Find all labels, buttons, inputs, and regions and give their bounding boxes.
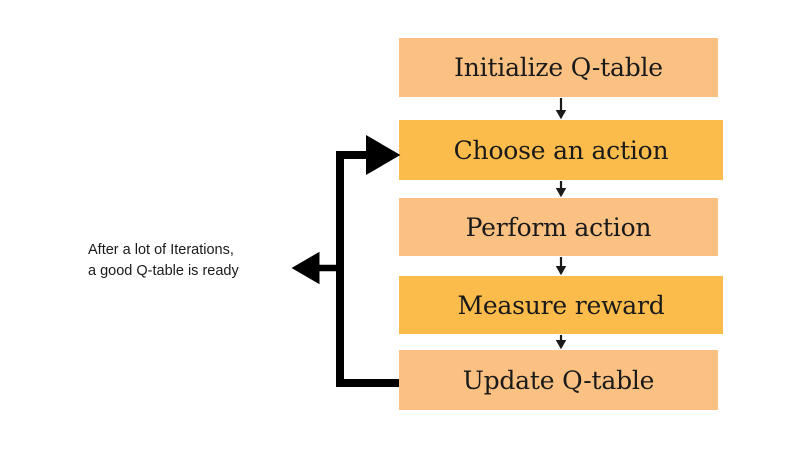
flow-box-update-q-table[interactable]: Update Q-table bbox=[399, 350, 718, 410]
flow-box-initialize-q-table[interactable]: Initialize Q-table bbox=[399, 38, 718, 97]
annotation-line-1: After a lot of Iterations, bbox=[88, 242, 234, 258]
flow-box-perform-action[interactable]: Perform action bbox=[399, 198, 718, 256]
feedback-loop-arrow bbox=[336, 135, 401, 387]
flow-box-label: Measure reward bbox=[457, 290, 665, 320]
annotation-text: After a lot of Iterations, a good Q-tabl… bbox=[88, 240, 298, 282]
flow-box-label: Perform action bbox=[465, 212, 652, 242]
flow-box-choose-an-action[interactable]: Choose an action bbox=[399, 120, 723, 180]
flow-box-measure-reward[interactable]: Measure reward bbox=[399, 276, 723, 334]
annotation-line-2: a good Q-table is ready bbox=[88, 263, 239, 279]
flow-box-label: Initialize Q-table bbox=[454, 53, 663, 82]
flow-box-label: Update Q-table bbox=[462, 365, 655, 395]
flow-box-label: Choose an action bbox=[453, 135, 669, 165]
